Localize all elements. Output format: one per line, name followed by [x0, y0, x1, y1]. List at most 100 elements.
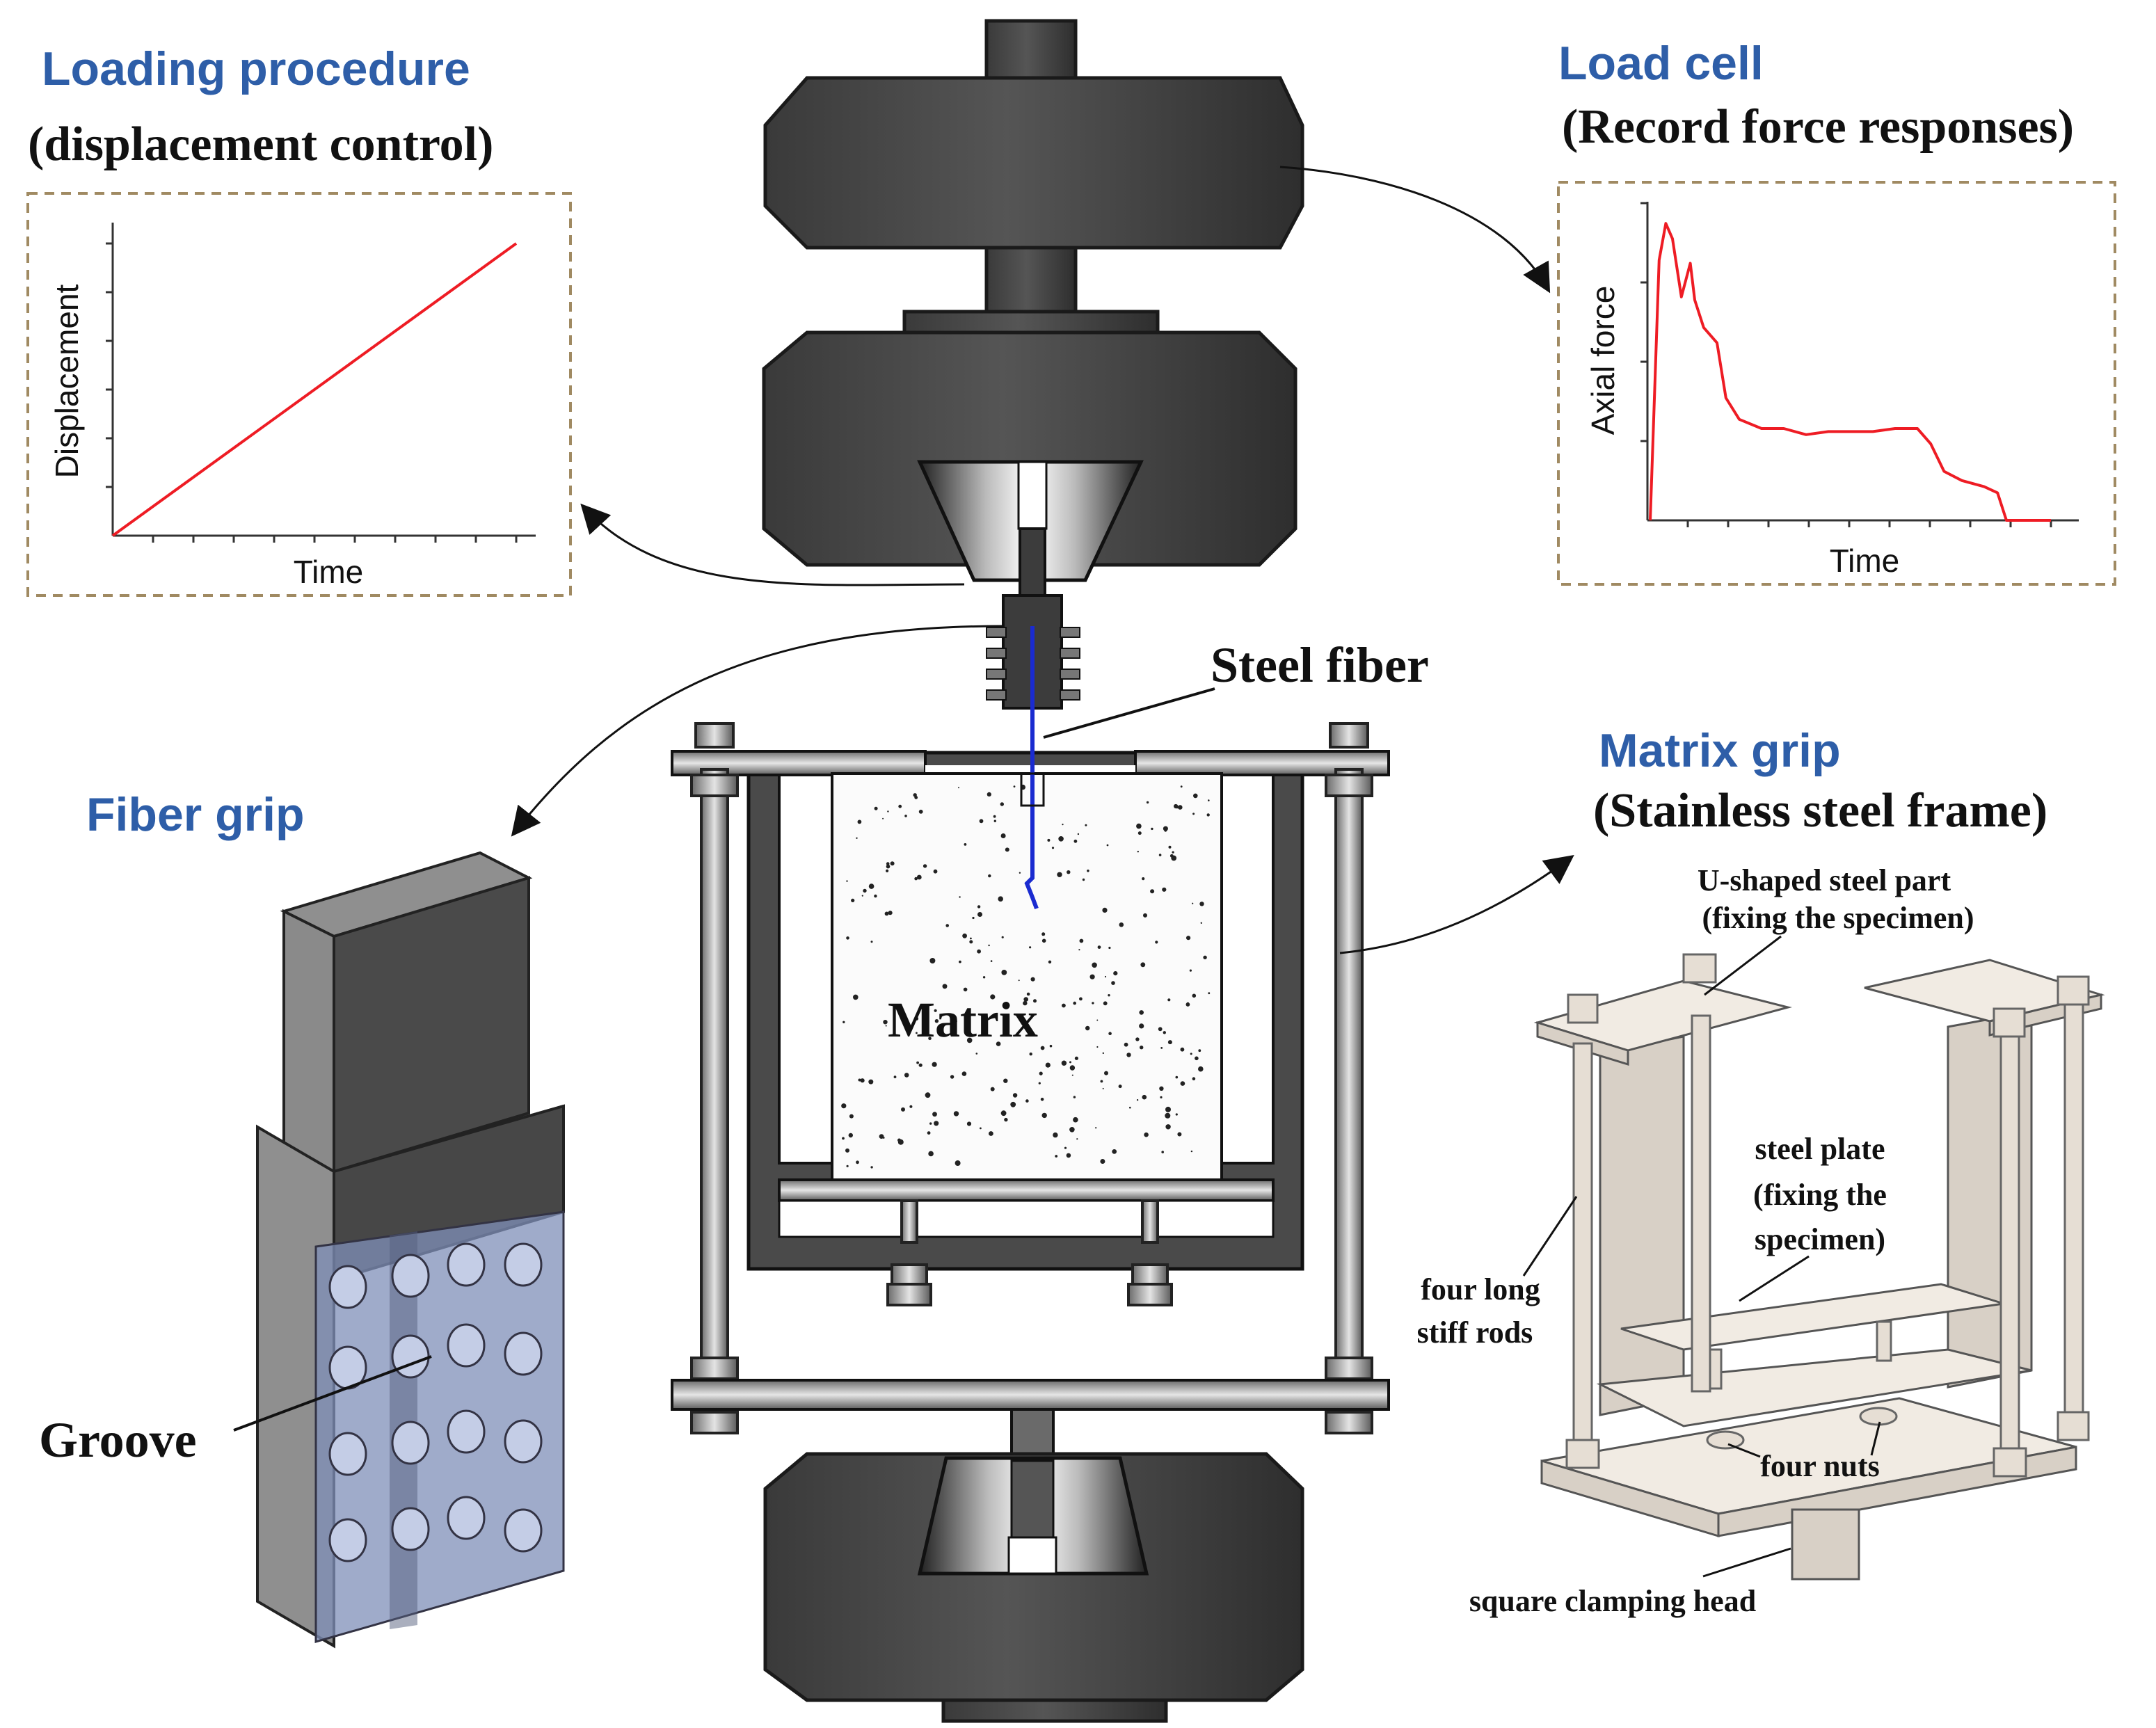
aggregate-speck	[932, 1062, 937, 1067]
fiber-grip-studs	[986, 627, 1080, 701]
aggregate-speck	[1137, 831, 1142, 835]
aggregate-speck	[972, 916, 975, 920]
right-long-rod	[1334, 768, 1364, 1383]
aggregate-speck	[1104, 975, 1107, 978]
aggregate-speck	[848, 1133, 854, 1138]
aggregate-speck	[1076, 1138, 1078, 1140]
aggregate-speck	[1095, 1127, 1097, 1129]
aggregate-speck	[918, 1063, 923, 1067]
aggregate-speck	[1142, 877, 1145, 881]
aggregate-speck	[857, 819, 862, 824]
steel-fiber-label: Steel fiber	[1211, 637, 1429, 693]
aggregate-speck	[893, 1075, 897, 1078]
middle-shaft	[984, 246, 1078, 314]
steel-plate-leader	[1739, 1255, 1810, 1302]
aggregate-speck	[886, 862, 890, 865]
aggregate-speck	[975, 1053, 978, 1055]
aggregate-speck	[1112, 1149, 1117, 1154]
aggregate-speck	[1078, 949, 1080, 951]
aggregate-speck	[1158, 1027, 1163, 1032]
aggregate-speck	[868, 883, 875, 889]
aggregate-speck	[885, 1025, 887, 1027]
lower-crosshead	[763, 1452, 1304, 1702]
aggregate-speck	[843, 1021, 845, 1024]
aggregate-speck	[884, 911, 889, 916]
aggregate-speck	[954, 1019, 957, 1023]
aggregate-speck	[1067, 870, 1071, 874]
u-part-label-line2: (fixing the specimen)	[1702, 901, 1974, 935]
aggregate-speck	[1045, 1062, 1051, 1068]
aggregate-speck	[1150, 889, 1155, 894]
aggregate-speck	[1199, 902, 1204, 906]
aggregate-speck	[1189, 969, 1192, 972]
aggregate-speck	[1041, 938, 1046, 943]
loading-procedure-subtitle: (displacement control)	[28, 118, 493, 171]
matrix-grip-panel: Matrix grip (Stainless steel frame)	[1417, 724, 2105, 1618]
steel-plate	[778, 1178, 1275, 1202]
aggregate-speck	[1001, 970, 1007, 975]
steel-plate-label-line3: specimen)	[1755, 1222, 1885, 1256]
aggregate-speck	[1165, 1112, 1171, 1119]
aggregate-speck	[868, 1079, 874, 1085]
aggregate-speck	[1151, 827, 1153, 831]
aggregate-speck	[1026, 992, 1030, 996]
aggregate-speck	[1055, 1155, 1058, 1158]
rods-label-line2: stiff rods	[1417, 1315, 1533, 1350]
stiff-rod-2	[1691, 1014, 1711, 1393]
aggregate-speck	[988, 944, 990, 947]
aggregate-speck	[1096, 1019, 1099, 1021]
nut-2	[1859, 1407, 1898, 1426]
u-part-bottom	[1596, 1348, 2032, 1427]
arrow-to-fiber-grip	[511, 625, 1004, 837]
aggregate-speck	[1174, 803, 1179, 809]
aggregate-speck	[1077, 833, 1080, 835]
bottom-nut-left	[891, 1263, 928, 1287]
aggregate-speck	[1192, 902, 1194, 904]
rods-label-line1: four long	[1421, 1272, 1540, 1306]
load-cell-title: Load cell	[1558, 37, 1764, 90]
aggregate-speck	[846, 936, 849, 940]
aggregate-speck	[942, 984, 948, 989]
aggregate-speck	[1089, 974, 1095, 979]
four-nuts-label: four nuts	[1760, 1449, 1880, 1483]
aggregate-speck	[1030, 977, 1035, 982]
aggregate-speck	[1160, 1047, 1163, 1049]
aggregate-speck	[996, 1041, 1001, 1046]
aggregate-speck	[898, 804, 902, 808]
aggregate-speck	[1049, 1044, 1053, 1048]
u-part-left-wall	[1599, 1035, 1685, 1416]
matrix-specimen	[831, 772, 1223, 1181]
arrow-to-loading-procedure	[580, 503, 965, 586]
aggregate-speck	[1079, 938, 1084, 943]
aggregate-speck	[1069, 1065, 1076, 1071]
aggregate-speck	[1136, 1099, 1139, 1101]
aggregate-speck	[1100, 1080, 1103, 1083]
aggregate-speck	[1097, 945, 1101, 949]
nut-1	[1706, 1430, 1745, 1450]
aggregate-speck	[888, 911, 893, 915]
aggregate-speck	[1140, 1046, 1144, 1050]
aggregate-speck	[1163, 1031, 1167, 1034]
aggregate-speck	[1180, 1047, 1185, 1052]
aggregate-speck	[1144, 1132, 1149, 1137]
aggregate-speck	[1073, 1117, 1078, 1123]
aggregate-speck	[934, 1019, 939, 1023]
grip-housing	[762, 330, 1297, 567]
steel-fiber	[1024, 626, 1039, 910]
aggregate-speck	[863, 888, 867, 893]
wedge-slot	[1017, 461, 1048, 530]
aggregate-speck	[1041, 1112, 1047, 1119]
aggregate-speck	[1124, 1042, 1128, 1047]
aggregate-speck	[1180, 785, 1183, 788]
aggregate-speck	[904, 1073, 909, 1078]
aggregate-speck	[1186, 936, 1191, 941]
aggregate-speck	[1108, 994, 1110, 997]
aggregate-speck	[1057, 872, 1062, 878]
aggregate-speck	[1092, 962, 1097, 968]
aggregate-speck	[1040, 1098, 1044, 1101]
steel-plate-label-line1: steel plate	[1755, 1132, 1885, 1166]
aggregate-speck	[918, 809, 923, 814]
grip-transparent-front	[314, 1210, 565, 1643]
arrow-to-load-cell	[1279, 166, 1551, 294]
